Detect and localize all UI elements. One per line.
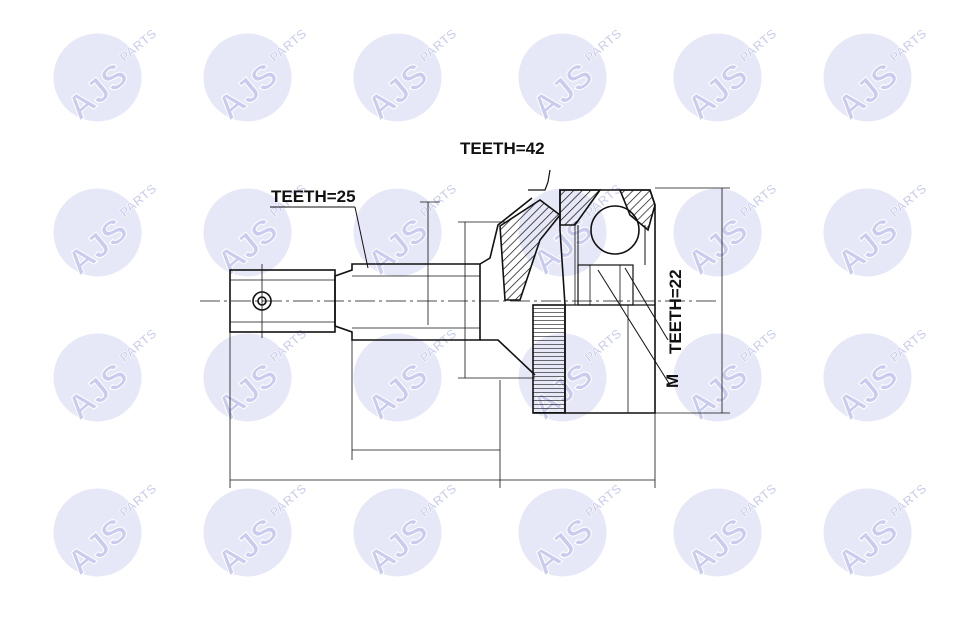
- m-mark-label: M: [663, 374, 682, 388]
- splined-shaft: [334, 263, 481, 341]
- teeth-25-label: TEETH=25: [271, 187, 356, 206]
- teeth-42-label: TEETH=42: [460, 139, 545, 158]
- teeth-22-label: TEETH=22: [666, 269, 685, 354]
- bell-section-hatch: [499, 199, 562, 301]
- abs-ring: [532, 304, 566, 414]
- ball: [590, 205, 640, 255]
- shaft-drawing: [200, 169, 730, 488]
- shaft-neck: [479, 197, 536, 376]
